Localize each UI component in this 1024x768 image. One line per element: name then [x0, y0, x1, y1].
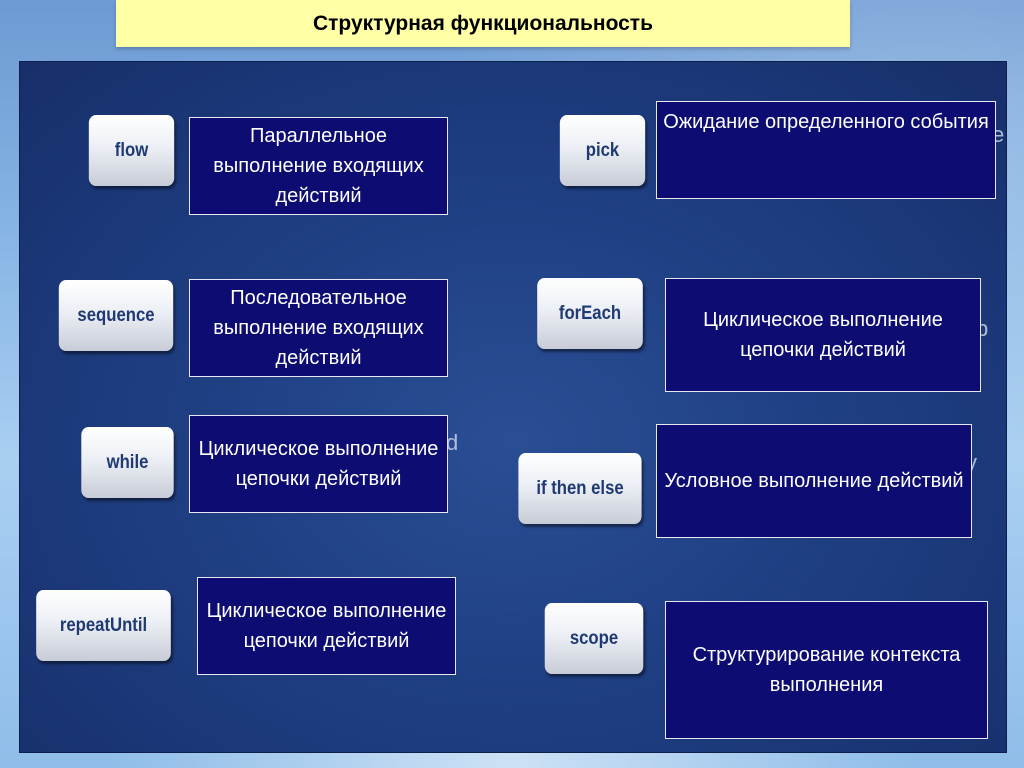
description-text: Циклическое выполнение цепочки действий: [206, 600, 447, 652]
description-text: Последовательное выполнение входящих дей…: [213, 287, 424, 369]
description-text: Ожидание определенного события: [663, 111, 989, 133]
keyword-chip-while: while: [81, 427, 174, 498]
description-box-scope: Структурирование контекста выполнения: [665, 601, 988, 739]
description-text: Условное выполнение действий: [664, 470, 964, 492]
keyword-chip-foreach: forEach: [537, 278, 643, 349]
keyword-label: pick: [585, 139, 620, 161]
description-text: Параллельное выполнение входящих действи…: [213, 125, 424, 207]
description-box-repeatuntil: Циклическое выполнение цепочки действий: [197, 577, 456, 675]
keyword-label: scope: [569, 627, 619, 649]
description-text: Структурирование контекста выполнения: [692, 644, 961, 696]
description-box-while: Циклическое выполнение цепочки действий: [189, 415, 448, 513]
keyword-label: while: [106, 451, 149, 473]
keyword-label: repeatUntil: [59, 614, 148, 636]
slide-title: Структурная функциональность: [312, 11, 654, 35]
keyword-chip-flow: flow: [88, 115, 175, 186]
keyword-chip-pick: pick: [559, 115, 646, 186]
description-box-foreach: Циклическое выполнение цепочки действий: [665, 278, 981, 392]
description-box-pick: Ожидание определенного события: [656, 101, 996, 199]
keyword-label: if then else: [536, 477, 624, 499]
keyword-chip-repeatuntil: repeatUntil: [36, 590, 171, 661]
slide-title-bar: Структурная функциональность: [116, 0, 850, 47]
description-text: Циклическое выполнение цепочки действий: [198, 438, 439, 490]
keyword-chip-sequence: sequence: [58, 280, 174, 351]
keyword-label: sequence: [77, 304, 155, 326]
description-box-sequence: Последовательное выполнение входящих дей…: [189, 279, 448, 377]
description-box-flow: Параллельное выполнение входящих действи…: [189, 117, 448, 215]
description-box-if-then-else: Условное выполнение действий: [656, 424, 972, 538]
description-text: Циклическое выполнение цепочки действий: [703, 309, 943, 361]
keyword-label: flow: [114, 139, 149, 161]
keyword-chip-if-then-else: if then else: [518, 453, 642, 524]
keyword-chip-scope: scope: [544, 603, 644, 674]
ghost-glyph: d: [446, 430, 459, 455]
keyword-label: forEach: [558, 302, 622, 324]
